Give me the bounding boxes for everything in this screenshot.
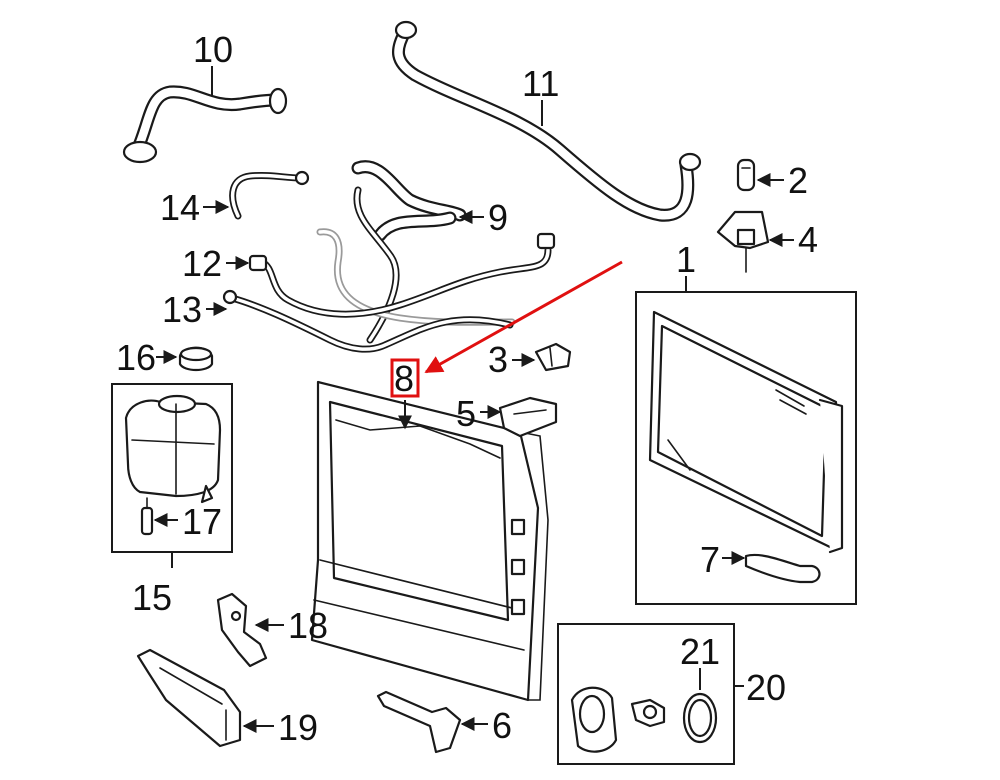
bracket-part-5 xyxy=(498,396,558,438)
pipe-part-12 xyxy=(248,232,556,318)
callout-13: 13 xyxy=(162,289,202,330)
sensor-part-17 xyxy=(140,497,154,536)
callout-4: 4 xyxy=(798,219,818,260)
callout-14: 14 xyxy=(160,187,200,228)
callout-1: 1 xyxy=(676,239,696,280)
callout-3: 3 xyxy=(488,339,508,380)
callout-9: 9 xyxy=(488,197,508,238)
upper-hose-part-10 xyxy=(122,85,288,164)
callout-6: 6 xyxy=(492,705,512,746)
small-hose-part-14 xyxy=(229,170,310,220)
callout-18: 18 xyxy=(288,605,328,646)
thermostat xyxy=(630,698,666,728)
bracket-part-6 xyxy=(376,690,462,754)
gasket-part-21 xyxy=(682,692,718,744)
clip-part-3 xyxy=(534,342,572,372)
clip-part-2 xyxy=(736,158,756,192)
bracket-part-4 xyxy=(716,210,770,273)
callout-5: 5 xyxy=(456,393,476,434)
callout-15: 15 xyxy=(132,577,172,618)
callout-8: 8 xyxy=(394,358,414,399)
callout-2: 2 xyxy=(788,160,808,201)
callout-21: 21 xyxy=(680,631,720,672)
callout-10: 10 xyxy=(193,29,233,70)
callout-7: 7 xyxy=(700,539,720,580)
red-pointer-arrow xyxy=(424,260,623,374)
callout-17: 17 xyxy=(182,501,222,542)
cap-part-16 xyxy=(178,346,214,372)
long-hose-part-11 xyxy=(392,20,702,222)
mount-part-18 xyxy=(216,592,268,668)
callout-12: 12 xyxy=(182,243,222,284)
callout-19: 19 xyxy=(278,707,318,748)
callout-20: 20 xyxy=(746,667,786,708)
highlight-box-8 xyxy=(390,358,420,398)
callout-16: 16 xyxy=(116,337,156,378)
drain-plug-part-7 xyxy=(744,553,821,584)
box-radiator-1 xyxy=(635,291,857,605)
radiator-part-1 xyxy=(648,310,844,554)
pipe-part-13 xyxy=(222,289,514,353)
fan-shroud-part-8 xyxy=(310,380,549,702)
box-thermostat-20 xyxy=(557,623,735,765)
air-duct-part-19 xyxy=(136,648,242,748)
expansion-tank xyxy=(124,394,222,504)
callout-11: 11 xyxy=(522,63,559,104)
thermostat-housing xyxy=(570,686,618,753)
